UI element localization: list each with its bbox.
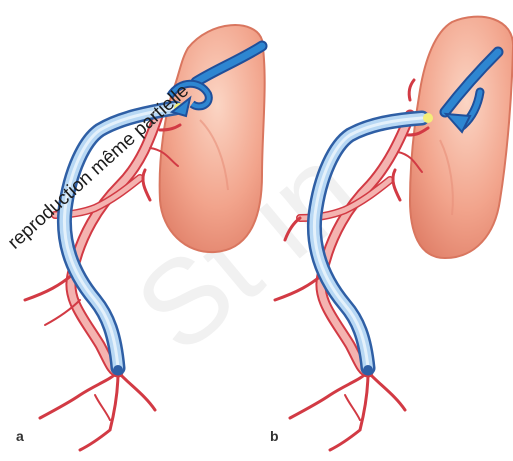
distal-anastomosis-b — [363, 365, 373, 375]
distal-anastomosis-a — [113, 365, 123, 375]
panel-a — [25, 25, 265, 450]
panel-label-b: b — [270, 428, 279, 444]
panel-label-a: a — [16, 428, 24, 444]
panel-b — [275, 17, 513, 450]
anastomosis-site-b — [423, 113, 433, 123]
